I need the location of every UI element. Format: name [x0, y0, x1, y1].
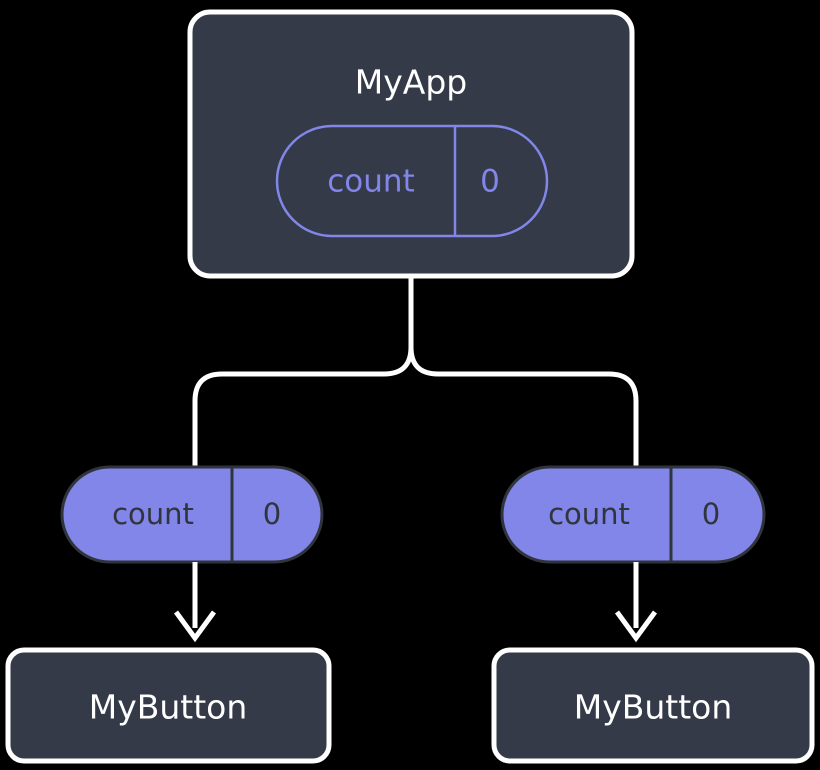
child-component-right[interactable]: MyButton [491, 647, 815, 764]
left-pill-to-button-arrow [173, 562, 217, 643]
prop-pill-right-value: 0 [702, 497, 720, 531]
root-component-box[interactable] [187, 9, 635, 279]
right-arrow-head-icon [614, 610, 658, 643]
child-component-right-title: MyButton [574, 688, 733, 727]
root-component-title: MyApp [355, 63, 467, 102]
child-component-left[interactable]: MyButton [5, 647, 332, 764]
root-component[interactable]: MyApp count 0 [187, 9, 635, 279]
root-to-left-branch-line [192, 273, 414, 470]
left-arrow-head-icon [173, 610, 217, 643]
root-state-key: count [327, 164, 414, 200]
connector-group [192, 273, 639, 470]
root-to-right-branch-line [408, 273, 639, 470]
right-pill-to-button-arrow [614, 562, 658, 643]
root-state-pill[interactable]: count 0 [275, 124, 549, 238]
child-component-left-box[interactable] [5, 647, 332, 764]
prop-pill-right[interactable]: count 0 [500, 465, 766, 564]
child-component-right-box[interactable] [491, 647, 815, 764]
prop-pill-left[interactable]: count 0 [60, 465, 324, 564]
prop-pill-left-value: 0 [263, 497, 281, 531]
prop-pill-right-key: count [548, 497, 630, 531]
child-component-left-title: MyButton [89, 688, 248, 727]
prop-pill-right-shape[interactable] [500, 465, 766, 564]
prop-pill-left-shape[interactable] [60, 465, 324, 564]
root-state-value: 0 [480, 164, 500, 200]
prop-pill-left-key: count [112, 497, 194, 531]
root-state-pill-shape[interactable] [275, 124, 549, 238]
